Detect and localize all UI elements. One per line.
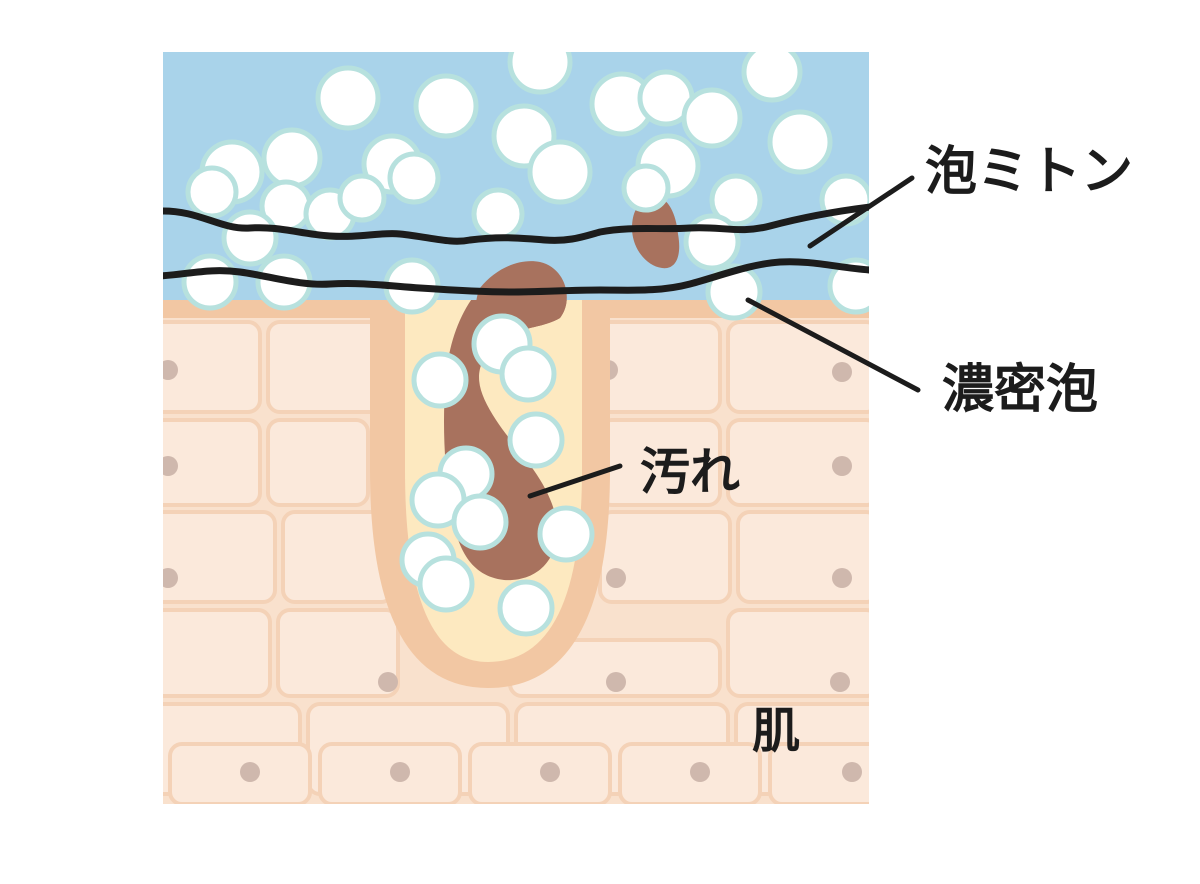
foam-bubble — [387, 151, 441, 205]
foam-bubble — [681, 87, 743, 149]
foam-bubble — [261, 127, 323, 189]
foam-bubble — [185, 165, 239, 219]
foam-bubble — [827, 257, 869, 315]
foam-bubble — [683, 213, 741, 271]
foam-bubble — [497, 579, 555, 637]
cell-nucleus — [163, 360, 178, 380]
foam-bubble — [451, 493, 509, 551]
foam-bubble — [417, 555, 475, 613]
leader-mitten — [807, 175, 915, 249]
cell-nucleus — [390, 762, 410, 782]
cell-nucleus — [606, 568, 626, 588]
leader-foam — [745, 297, 921, 393]
cell-nucleus — [832, 456, 852, 476]
skin-cell — [168, 742, 312, 804]
mitten-line-bottom — [163, 258, 869, 296]
foam-bubble — [413, 73, 479, 139]
dirt-particle — [632, 196, 680, 269]
skin-cell — [736, 510, 869, 604]
skin-cell — [163, 418, 262, 507]
leader-dirt — [527, 463, 623, 499]
cell-nucleus — [690, 762, 710, 782]
foam-bubble — [709, 173, 763, 227]
foam-bubble — [527, 139, 593, 205]
cell-nucleus — [606, 672, 626, 692]
skin-cell — [726, 608, 869, 698]
cell-nucleus — [378, 672, 398, 692]
foam-bubble — [337, 173, 387, 223]
mitten-line-top — [163, 203, 869, 245]
skin-cell — [163, 510, 277, 604]
label-dense-foam: 濃密泡 — [942, 360, 1099, 420]
foam-bubble — [507, 411, 565, 469]
skin-cell — [318, 742, 462, 804]
label-skin: 肌 — [752, 703, 801, 759]
foam-bubble — [181, 253, 239, 311]
foam-bubble — [315, 65, 381, 131]
skin-cell — [726, 320, 869, 414]
skin-cell — [618, 742, 762, 804]
skin-cell — [726, 418, 869, 507]
cell-nucleus — [832, 362, 852, 382]
skin-cell — [266, 418, 370, 507]
skin-cell — [598, 510, 732, 604]
foam-bubble — [221, 209, 279, 267]
cell-nucleus — [830, 672, 850, 692]
foam-bubble — [537, 505, 595, 563]
cell-nucleus — [842, 762, 862, 782]
foam-bubble — [507, 52, 573, 95]
cell-nucleus — [240, 762, 260, 782]
foam-bubble — [621, 163, 671, 213]
foam-bubble — [705, 263, 763, 321]
skin-cell — [163, 608, 272, 698]
skin-cell — [276, 608, 400, 698]
cell-nucleus — [832, 568, 852, 588]
foam-bubble — [499, 345, 557, 403]
foam-bubbles — [181, 52, 869, 637]
skin-cell — [163, 320, 262, 414]
label-dirt: 汚れ — [640, 443, 740, 501]
skin-cells — [163, 320, 869, 804]
skin-cell — [468, 742, 612, 804]
cell-nucleus — [163, 456, 178, 476]
cell-nucleus — [163, 568, 178, 588]
skin-cell — [768, 742, 869, 804]
foam-bubble — [741, 52, 803, 103]
foam-bubble — [411, 351, 469, 409]
label-foam-mitten: 泡ミトン — [925, 142, 1134, 202]
foam-bubble — [767, 109, 833, 175]
foam-bubble — [819, 173, 869, 227]
foam-bubble — [471, 187, 525, 241]
cell-nucleus — [540, 762, 560, 782]
